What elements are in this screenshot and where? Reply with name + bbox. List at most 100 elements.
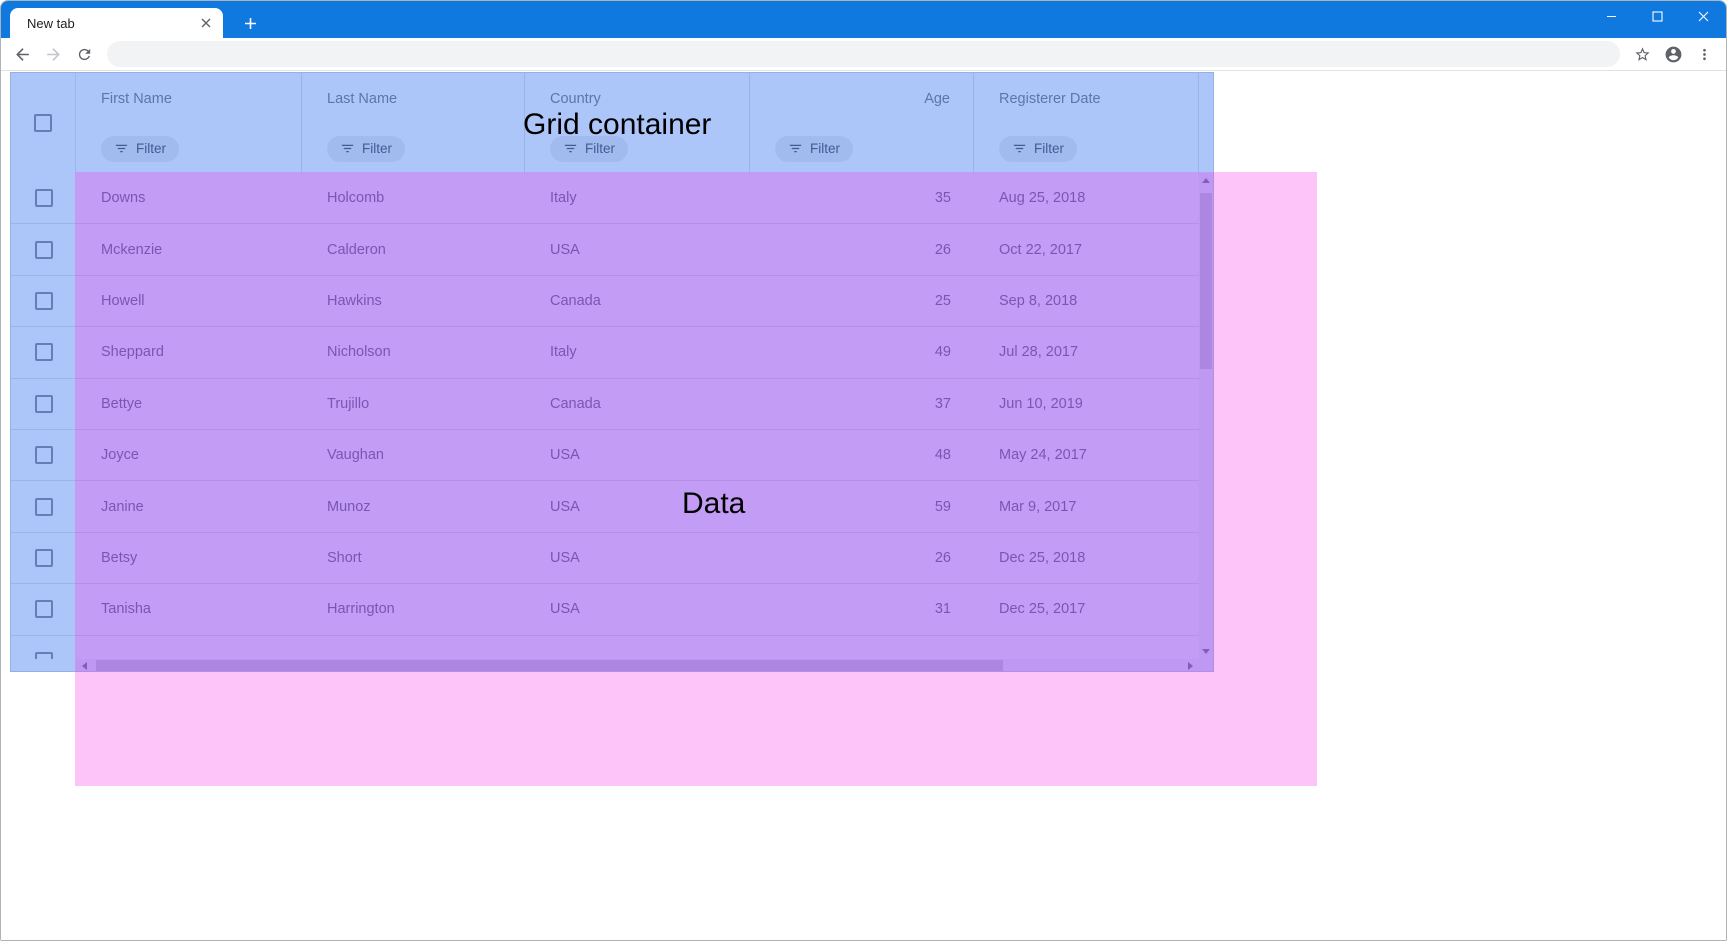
column-label: First Name	[101, 90, 172, 107]
cell-country: Canada	[550, 395, 601, 412]
minimize-icon[interactable]	[1588, 1, 1634, 32]
address-bar-input[interactable]	[107, 41, 1620, 67]
filter-button-label: Filter	[810, 141, 840, 156]
bookmark-star-icon[interactable]	[1628, 40, 1657, 69]
tab-close-icon[interactable]	[197, 14, 215, 32]
filter-button-registererDate[interactable]: Filter	[999, 135, 1077, 162]
cell-firstName: Janine	[101, 498, 144, 515]
column-label: Country	[550, 90, 601, 107]
filter-button-label: Filter	[136, 141, 166, 156]
row-checkbox[interactable]	[34, 651, 53, 659]
scroll-right-icon[interactable]	[1183, 659, 1198, 671]
cell-country: Italy	[550, 190, 577, 207]
select-all-checkbox[interactable]	[34, 114, 52, 132]
filter-icon	[115, 144, 128, 153]
row-checkbox[interactable]	[34, 240, 53, 259]
cell-country: Canada	[550, 292, 601, 309]
filter-button-age[interactable]: Filter	[775, 135, 853, 162]
cell-country: USA	[550, 549, 580, 566]
forward-icon[interactable]	[39, 40, 68, 69]
filter-button-firstName[interactable]: Filter	[101, 135, 179, 162]
row-checkbox-cell	[11, 584, 76, 634]
filter-icon	[341, 144, 354, 153]
horizontal-scrollbar-thumb[interactable]	[96, 660, 1003, 671]
back-icon[interactable]	[8, 40, 37, 69]
new-tab-plus-icon[interactable]	[237, 10, 263, 36]
cell-registererDate: Oct 22, 2017	[999, 241, 1083, 258]
row-checkbox[interactable]	[34, 548, 53, 567]
cell-lastName: Vaughan	[327, 447, 384, 464]
browser-tab-new-tab[interactable]: New tab	[10, 8, 223, 38]
cell-lastName: Harrington	[327, 601, 395, 618]
horizontal-scrollbar[interactable]	[76, 659, 1199, 671]
scroll-down-icon[interactable]	[1199, 644, 1213, 659]
cell-country: USA	[550, 447, 580, 464]
cell-age: 26	[934, 241, 951, 258]
profile-icon[interactable]	[1659, 40, 1688, 69]
maximize-icon[interactable]	[1634, 1, 1680, 32]
table-row-partial[interactable]	[11, 636, 1199, 659]
column-label: Last Name	[327, 90, 398, 107]
scroll-left-icon[interactable]	[77, 659, 92, 671]
row-checkbox-cell	[11, 430, 76, 480]
cell-age: 26	[934, 549, 951, 566]
row-checkbox[interactable]	[34, 497, 53, 516]
tab-title: New tab	[27, 15, 75, 31]
cell-country: Italy	[550, 344, 577, 361]
cell-age: 35	[934, 190, 951, 207]
cell-firstName: Bettye	[101, 395, 143, 412]
row-checkbox[interactable]	[34, 600, 53, 619]
scroll-up-icon[interactable]	[1199, 173, 1213, 188]
cell-firstName: Betsy	[101, 549, 138, 566]
filter-button-lastName[interactable]: Filter	[327, 135, 405, 162]
cell-age: 48	[934, 447, 951, 464]
row-checkbox[interactable]	[34, 291, 53, 310]
tab-strip: New tab	[1, 1, 1726, 38]
cell-age: 59	[934, 498, 951, 515]
cell-registererDate: Jul 28, 2017	[999, 344, 1079, 361]
cell-firstName: Tanisha	[101, 601, 151, 618]
column-label: Age	[924, 90, 950, 107]
refresh-icon[interactable]	[70, 40, 99, 69]
close-icon[interactable]	[1680, 1, 1726, 32]
filter-button-country[interactable]: Filter	[550, 135, 628, 162]
row-checkbox[interactable]	[34, 343, 53, 362]
row-checkbox-cell	[11, 379, 76, 429]
vertical-scrollbar-thumb[interactable]	[1200, 193, 1212, 369]
row-checkbox[interactable]	[34, 446, 53, 465]
row-checkbox[interactable]	[34, 394, 53, 413]
cell-firstName: Downs	[101, 190, 146, 207]
vertical-scrollbar[interactable]	[1199, 173, 1213, 659]
cell-firstName: Joyce	[101, 447, 139, 464]
cell-registererDate: Jun 10, 2019	[999, 395, 1083, 412]
row-checkbox[interactable]	[34, 189, 53, 208]
column-filter-cell: Filter	[974, 124, 1198, 173]
column-filter-cell: Filter	[302, 124, 524, 173]
row-checkbox-cell	[11, 224, 76, 274]
cell-lastName: Trujillo	[327, 395, 370, 412]
filter-icon	[564, 144, 577, 153]
cell-lastName: Hawkins	[327, 292, 382, 309]
filter-button-label: Filter	[362, 141, 392, 156]
menu-dots-icon[interactable]	[1690, 40, 1719, 69]
select-all-cell	[11, 73, 76, 173]
cell-lastName: Calderon	[327, 241, 386, 258]
row-checkbox-cell	[11, 173, 76, 223]
filter-button-label: Filter	[585, 141, 615, 156]
